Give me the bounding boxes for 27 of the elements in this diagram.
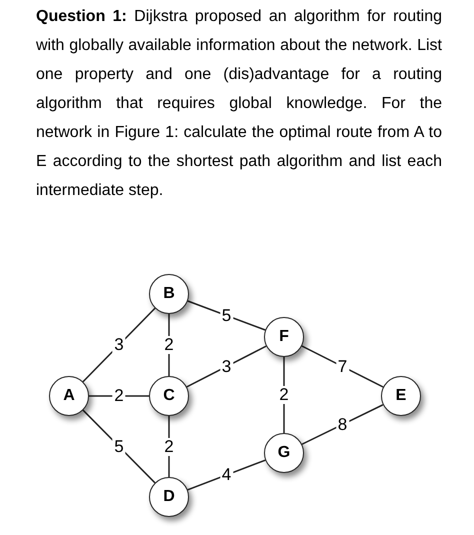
node-label: B [163, 284, 175, 304]
edge-label: 2 [162, 438, 176, 456]
graph-edge [302, 404, 384, 445]
graph-edge [82, 308, 156, 382]
graph-edge [187, 459, 266, 491]
edge-label: 2 [162, 336, 176, 354]
graph-edge [187, 300, 266, 331]
node-label: D [163, 487, 175, 507]
node-label: E [396, 386, 406, 406]
graph-edge [168, 314, 170, 376]
node-label: G [278, 443, 290, 463]
graph-edge [168, 416, 170, 477]
graph-edge [186, 345, 267, 388]
edge-label: 3 [112, 336, 126, 354]
graph-edge [82, 410, 156, 484]
node-label: C [163, 386, 175, 406]
node-label: A [63, 386, 75, 406]
edge-label: 2 [277, 386, 291, 404]
graph-edge [302, 345, 384, 388]
question-text: Question 1: Dijkstra proposed an algorithm for routing with globally available information about the network. List one property and one (dis)advantage for a routing algorithm that requires global knowledge. For the network in Figure 1: calculate the optimal route from A to E according to the shortest path algorithm and list each intermediate step. [36, 7, 442, 201]
edge-label: 5 [220, 306, 234, 324]
edge-label: 3 [220, 358, 234, 376]
graph-edge [283, 357, 285, 433]
edge-label: 5 [112, 438, 126, 456]
edge-label: 8 [336, 416, 350, 434]
graph-edge [89, 395, 149, 397]
node-label: F [279, 327, 289, 347]
